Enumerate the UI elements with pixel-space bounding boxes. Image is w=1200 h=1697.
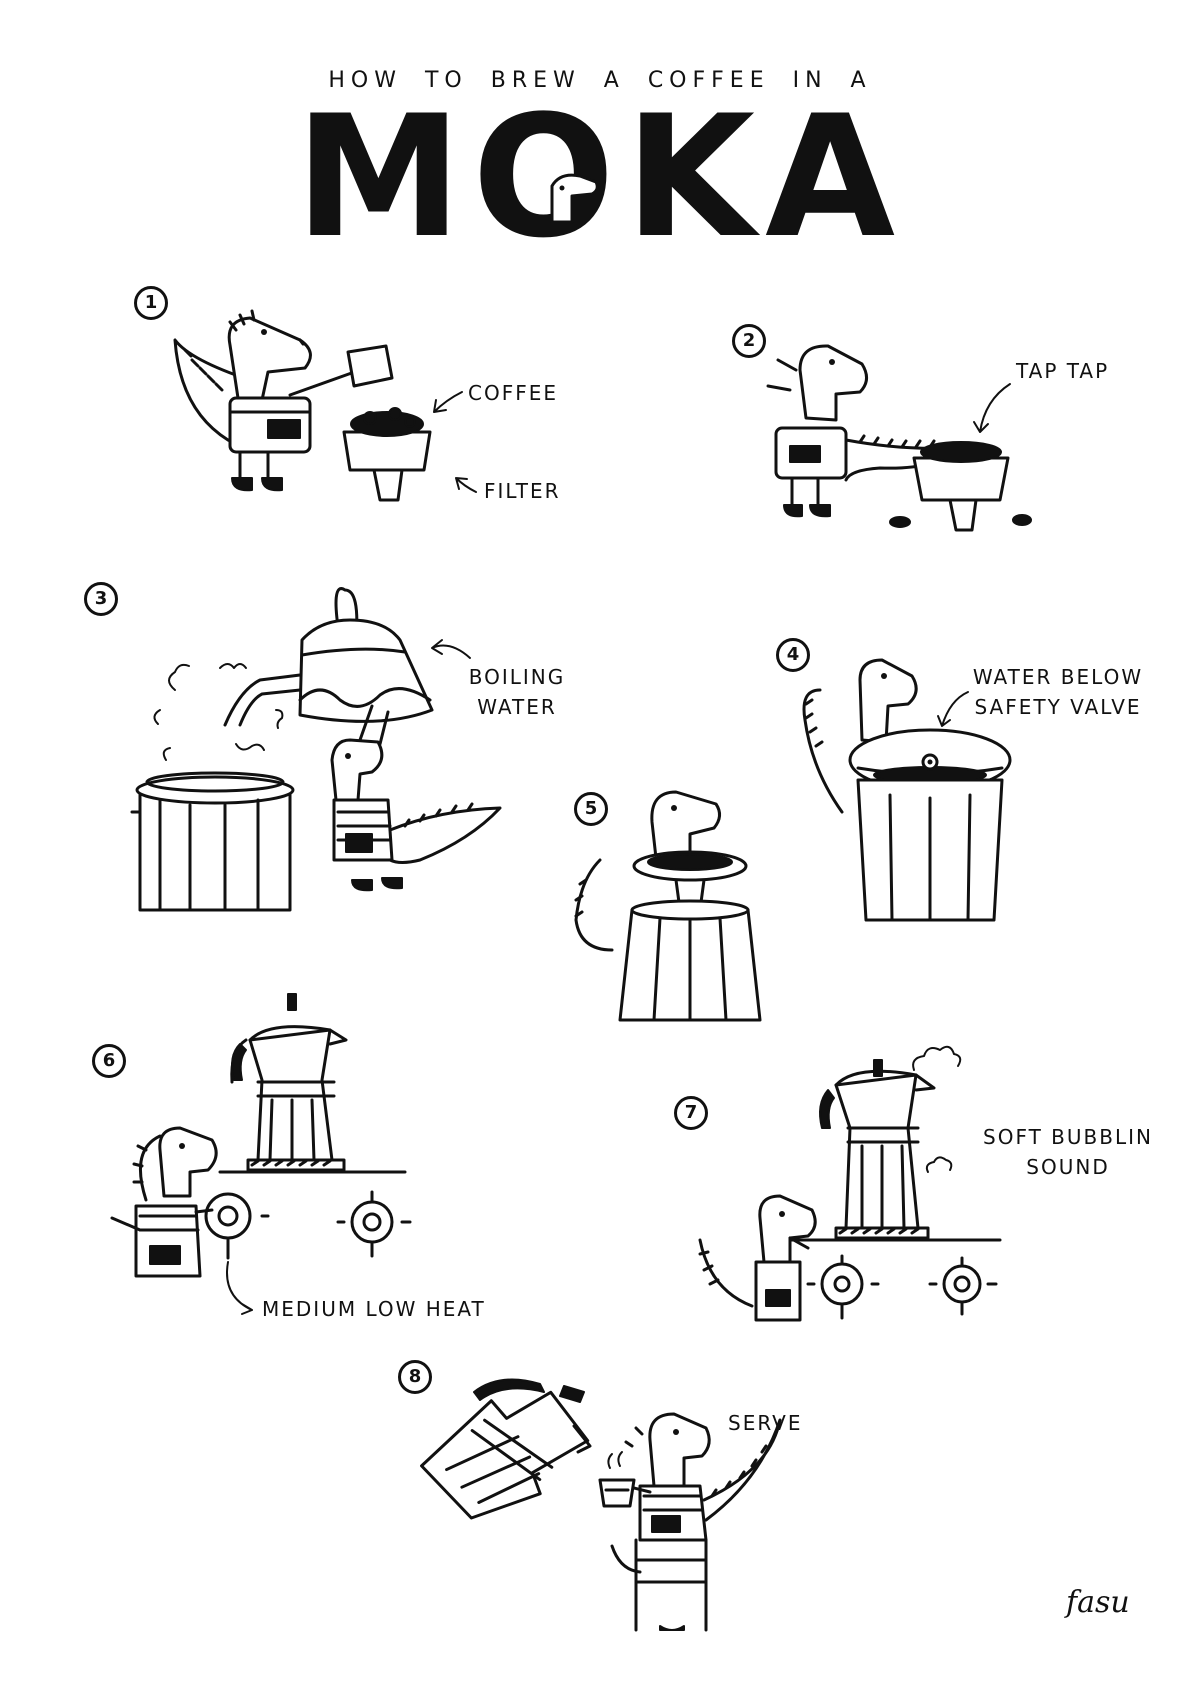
step-5-moka-with-filter-icon (618, 850, 762, 1022)
step-1-filter-with-coffee-icon (342, 407, 432, 502)
page-title: MOKA (294, 79, 906, 275)
step-7-stove-icon (788, 1238, 1002, 1320)
step-4-moka-bottom-chamber-icon (848, 728, 1012, 922)
step-3-kettle-icon (223, 587, 434, 727)
label-serve: SERVE (728, 1411, 803, 1435)
step-6-crocodile-turning-knob-icon (110, 1126, 218, 1278)
arrow-to-coffee-icon (433, 391, 463, 413)
label-soft-bubblin: SOFT BUBBLIN (983, 1125, 1153, 1149)
artist-signature: fasu (1066, 1585, 1130, 1620)
step-3-crocodile-pouring-icon (330, 704, 502, 892)
label-sound: SOUND (1026, 1155, 1110, 1179)
step-6-stove-icon (204, 1170, 412, 1260)
arrow-to-filter-icon (455, 477, 477, 493)
arrow-to-valve-icon (937, 691, 969, 727)
arrow-medium-heat-icon (226, 1261, 253, 1315)
step-number-5: 5 (574, 792, 608, 826)
step-7-crocodile-waiting-icon (698, 1194, 817, 1322)
label-filter: FILTER (484, 479, 561, 503)
label-water-below: WATER BELOW (972, 665, 1144, 689)
step-number-7: 7 (674, 1096, 708, 1130)
step-1-crocodile-with-scoop-icon (173, 309, 394, 492)
step-number-8: 8 (398, 1360, 432, 1394)
step-5-crocodile-assembling-icon (574, 790, 721, 952)
label-medium-low-heat: MEDIUM LOW HEAT (262, 1297, 486, 1321)
step-3-moka-bottom-chamber-icon (130, 771, 295, 912)
label-soft-bubblin-sound: SOFT BUBBLIN SOUND (978, 1122, 1158, 1182)
step-number-2: 2 (732, 324, 766, 358)
step-7-moka-pot-bubbling-icon (819, 1045, 962, 1240)
label-safety-valve: SAFETY VALVE (974, 695, 1142, 719)
arrow-tap-icon (973, 383, 1011, 433)
step-6-moka-pot-on-stove-icon (230, 993, 348, 1172)
subtitle: HOW TO BREW A COFFEE IN A (328, 68, 872, 93)
label-water: WATER (477, 695, 557, 719)
label-coffee: COFFEE (468, 381, 558, 405)
step-number-3: 3 (84, 582, 118, 616)
step-2-filter-icon (889, 441, 1032, 532)
step-8-crocodile-drinking-icon (598, 1412, 782, 1632)
step-4-crocodile-filling-icon (802, 658, 918, 814)
step-number-4: 4 (776, 638, 810, 672)
label-water-below-safety-valve: WATER BELOW SAFETY VALVE (968, 662, 1148, 722)
title-crocodile-icon (550, 173, 599, 224)
step-8-moka-pot-pouring-icon (420, 1378, 592, 1520)
label-boiling-water: BOILING WATER (452, 662, 582, 722)
label-tap-tap: TAP TAP (1016, 359, 1110, 383)
step-number-6: 6 (92, 1044, 126, 1078)
step-2-crocodile-tapping-icon (766, 344, 952, 518)
arrow-to-kettle-icon (431, 639, 471, 659)
step-number-1: 1 (134, 286, 168, 320)
step-3-steam-icon (153, 663, 284, 761)
label-boiling: BOILING (468, 665, 566, 689)
